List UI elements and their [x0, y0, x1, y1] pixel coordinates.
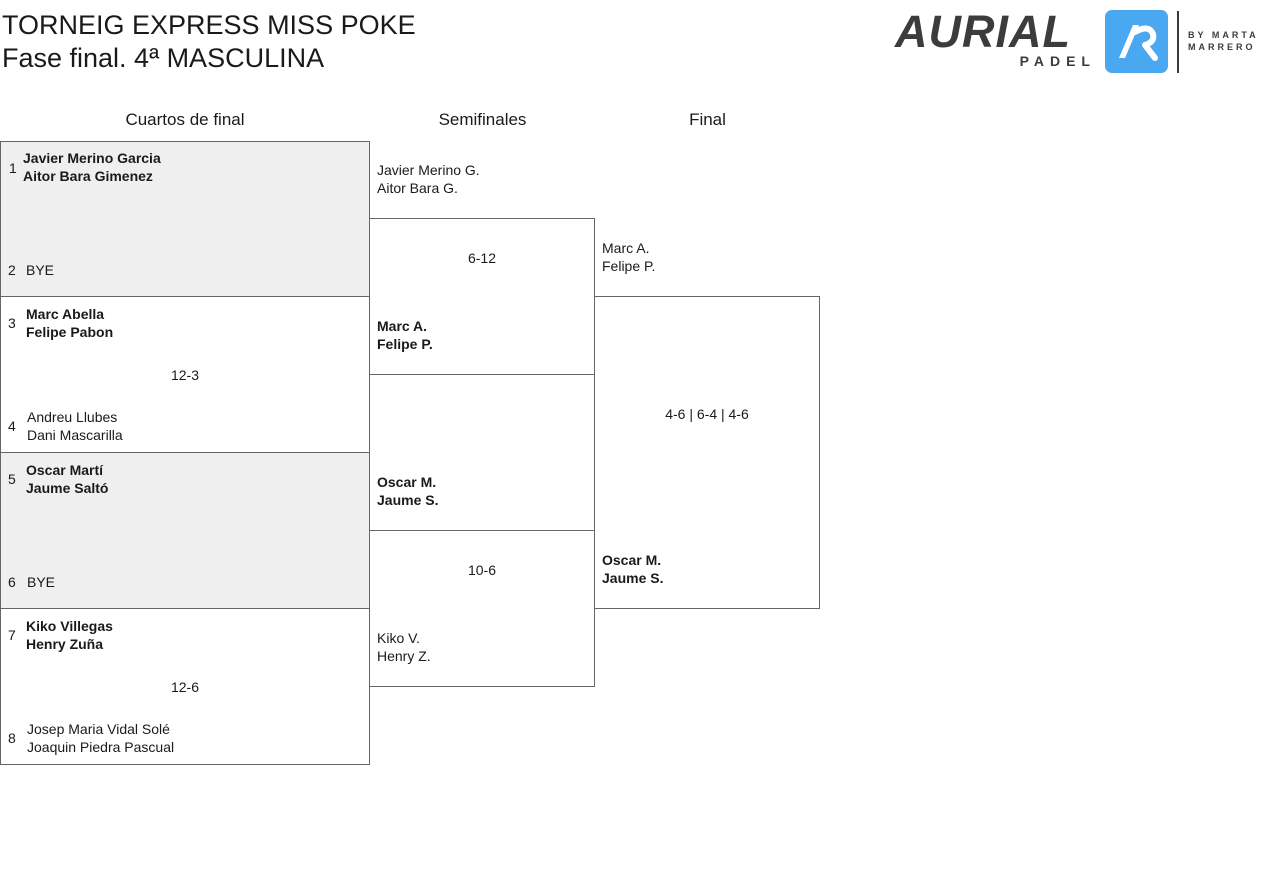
player-name: Henry Zuña — [26, 636, 104, 652]
seed-number: 4 — [8, 418, 16, 434]
match-score: 12-3 — [170, 367, 200, 383]
player-name: Javier Merino G. — [377, 162, 480, 178]
logo-byline-name: MARRERO — [1188, 42, 1256, 52]
bye-label: BYE — [26, 262, 55, 278]
seed-number: 5 — [8, 471, 16, 487]
quarterfinal-match-2: 3 Marc Abella Felipe Pabon 12-3 4 Andreu… — [0, 296, 370, 453]
seed-number: 8 — [8, 730, 16, 746]
player-name: Marc Abella — [26, 306, 105, 322]
match-score: 4-6 | 6-4 | 4-6 — [665, 406, 749, 422]
logo-sub-text: PADEL — [1019, 53, 1096, 69]
semifinal-match-2: 10-6 Kiko V. Henry Z. — [369, 530, 595, 687]
seed-number: 2 — [8, 262, 16, 278]
match-score: 12-6 — [170, 679, 200, 695]
bye-label: BYE — [27, 574, 56, 590]
player-name: Felipe P. — [377, 336, 433, 352]
final-match: 4-6 | 6-4 | 4-6 Oscar M. Jaume S. — [594, 296, 820, 609]
aurial-padel-logo: AURIAL PADEL BY MARTA MARRERO — [895, 8, 1273, 78]
match-score: 6-12 — [467, 250, 497, 266]
round-header-quarterfinals: Cuartos de final — [125, 110, 245, 129]
tournament-title: TORNEIG EXPRESS MISS POKE — [2, 10, 416, 40]
player-name: Marc A. — [377, 318, 428, 334]
phase-subtitle: Fase final. 4ª MASCULINA — [2, 43, 325, 73]
player-name: Kiko Villegas — [26, 618, 113, 634]
quarterfinal-match-4: 7 Kiko Villegas Henry Zuña 12-6 8 Josep … — [0, 608, 370, 765]
player-name: Javier Merino Garcia — [23, 150, 161, 166]
player-name: Felipe Pabon — [26, 324, 114, 340]
quarterfinal-match-1: 1 Javier Merino Garcia Aitor Bara Gimene… — [0, 141, 370, 297]
player-name: Aitor Bara G. — [377, 180, 458, 196]
player-name: Jaume S. — [602, 570, 664, 586]
player-name: Oscar M. — [377, 474, 437, 490]
quarterfinal-match-3: 5 Oscar Martí Jaume Saltó 6 BYE — [0, 452, 370, 609]
player-name: Dani Mascarilla — [27, 427, 123, 443]
player-name: Henry Z. — [377, 648, 431, 664]
player-name: Jaume S. — [377, 492, 439, 508]
player-name: Josep Maria Vidal Solé — [27, 721, 170, 737]
seed-number: 7 — [8, 627, 16, 643]
semifinal-match-1: 6-12 Marc A. Felipe P. — [369, 218, 595, 375]
player-name: Aitor Bara Gimenez — [23, 168, 153, 184]
player-name: Oscar M. — [602, 552, 662, 568]
seed-number: 6 — [8, 574, 16, 590]
logo-divider — [1177, 11, 1179, 73]
player-name: Joaquin Piedra Pascual — [27, 739, 175, 755]
logo-byline: BY MARTA — [1188, 30, 1259, 40]
player-name: Felipe P. — [602, 258, 656, 274]
player-name: Oscar Martí — [26, 462, 104, 478]
player-name: Andreu Llubes — [27, 409, 118, 425]
player-name: Jaume Saltó — [26, 480, 109, 496]
logo-wordmark: AURIAL PADEL — [895, 8, 1100, 78]
round-header-semifinals: Semifinales — [438, 110, 527, 129]
logo-brand-text: AURIAL — [895, 6, 1071, 57]
round-header-final: Final — [689, 110, 726, 129]
seed-number: 3 — [8, 315, 16, 331]
logo-badge-icon — [1105, 10, 1168, 73]
seed-number: 1 — [9, 160, 17, 176]
match-score: 10-6 — [467, 562, 497, 578]
player-name: Marc A. — [602, 240, 650, 256]
player-name: Kiko V. — [377, 630, 421, 646]
